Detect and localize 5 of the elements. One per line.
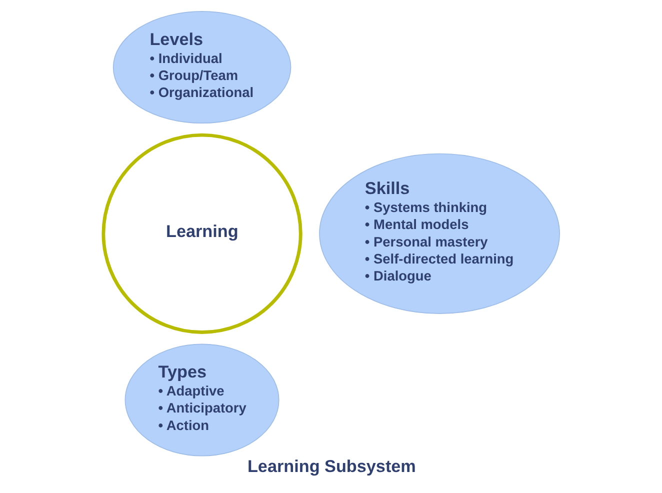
node-circle: Learning (101, 133, 302, 334)
node-ellipse: Levels • Individual • Group/Team • Organizational (112, 11, 291, 124)
node-ellipse: Types • Adaptive • Anticipatory • Action (124, 344, 279, 456)
caption: Learning Subsystem (246, 456, 416, 476)
node-ellipse: Skills • Systems thinking • Mental models • Personal mastery • Self-directed learning • Dialogue (318, 153, 560, 314)
